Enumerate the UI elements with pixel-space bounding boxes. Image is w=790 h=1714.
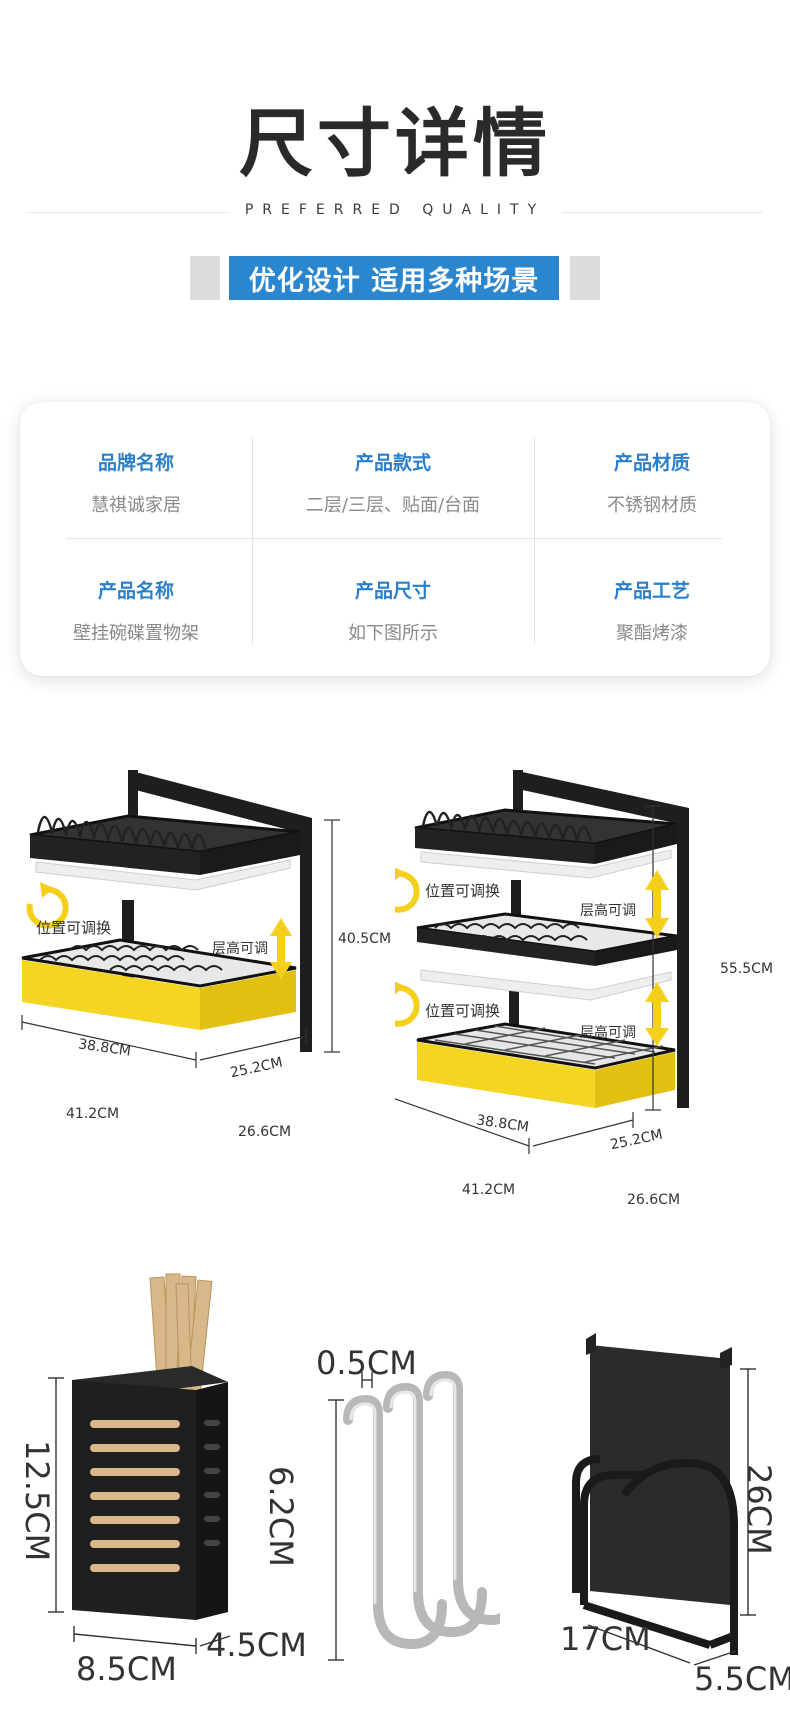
card-divider bbox=[66, 538, 722, 539]
info-cell-style: 产品款式 二层/三层、贴面/台面 bbox=[252, 448, 534, 517]
dim-height: 55.5CM bbox=[720, 961, 774, 977]
curved-arrow-icon bbox=[395, 870, 420, 913]
board-rack-illustration bbox=[572, 1333, 756, 1666]
info-value: 不锈钢材质 bbox=[607, 495, 697, 516]
header-divider-left bbox=[28, 212, 228, 213]
info-label: 品牌名称 bbox=[97, 452, 174, 474]
note-layer-adjustable: 层高可调 bbox=[580, 1025, 636, 1041]
note-position-adjustable: 位置可调换 bbox=[36, 919, 112, 937]
product-info-card: 品牌名称 慧祺诚家居 产品款式 二层/三层、贴面/台面 产品材质 不锈钢材质 产… bbox=[20, 402, 770, 676]
three-tier-rack-illustration bbox=[395, 770, 689, 1154]
info-value: 聚酯烤漆 bbox=[616, 623, 688, 644]
curved-arrow-icon bbox=[395, 984, 420, 1027]
s-hooks-illustration bbox=[328, 1370, 500, 1661]
dim-holder-height: 12.5CM bbox=[18, 1440, 56, 1562]
double-arrow-icon bbox=[645, 870, 669, 938]
info-cell-brand: 品牌名称 慧祺诚家居 bbox=[20, 448, 252, 517]
info-value: 如下图所示 bbox=[348, 623, 438, 644]
info-cell-size: 产品尺寸 如下图所示 bbox=[252, 576, 534, 645]
info-value: 壁挂碗碟置物架 bbox=[73, 623, 199, 644]
header-divider-right bbox=[562, 212, 762, 213]
card-divider bbox=[534, 438, 535, 644]
curved-arrow-icon bbox=[26, 886, 69, 929]
info-label: 产品材质 bbox=[613, 452, 690, 474]
page-title: 尺寸详情 bbox=[239, 101, 551, 187]
dim-board-width: 17CM bbox=[560, 1620, 651, 1658]
page-subtitle: PREFERRED QUALITY bbox=[244, 202, 546, 218]
note-layer-adjustable: 层高可调 bbox=[580, 903, 636, 919]
note-position-adjustable: 位置可调换 bbox=[425, 882, 501, 900]
card-divider bbox=[252, 438, 253, 644]
dim-height: 40.5CM bbox=[338, 931, 392, 947]
dim-holder-depth: 4.5CM bbox=[206, 1626, 307, 1664]
dim-width: 41.2CM bbox=[462, 1182, 516, 1198]
dim-hook-height: 6.2CM bbox=[262, 1466, 300, 1567]
info-cell-material: 产品材质 不锈钢材质 bbox=[534, 448, 770, 517]
info-cell-name: 产品名称 壁挂碗碟置物架 bbox=[20, 576, 252, 645]
info-cell-craft: 产品工艺 聚酯烤漆 bbox=[534, 576, 770, 645]
dim-depth: 26.6CM bbox=[627, 1192, 681, 1208]
dim-board-depth: 5.5CM bbox=[694, 1660, 790, 1698]
dim-depth: 26.6CM bbox=[238, 1124, 292, 1140]
note-layer-adjustable: 层高可调 bbox=[212, 941, 268, 957]
cutlery-holder-illustration bbox=[48, 1273, 231, 1654]
info-label: 产品名称 bbox=[97, 580, 174, 602]
info-value: 慧祺诚家居 bbox=[91, 495, 181, 516]
banner-deco-left bbox=[190, 256, 220, 300]
info-value: 二层/三层、贴面/台面 bbox=[305, 495, 481, 516]
dim-board-height: 26CM bbox=[740, 1464, 778, 1555]
feature-banner: 优化设计 适用多种场景 bbox=[229, 256, 559, 300]
dim-holder-width: 8.5CM bbox=[76, 1650, 177, 1688]
dim-hook-thickness: 0.5CM bbox=[316, 1344, 417, 1382]
two-tier-rack-illustration bbox=[21, 770, 340, 1068]
dim-width: 41.2CM bbox=[66, 1106, 120, 1122]
double-arrow-icon bbox=[645, 982, 669, 1046]
info-label: 产品尺寸 bbox=[354, 580, 431, 602]
info-label: 产品工艺 bbox=[613, 580, 690, 602]
double-arrow-icon bbox=[270, 918, 292, 980]
note-position-adjustable: 位置可调换 bbox=[425, 1002, 501, 1020]
banner-deco-right bbox=[570, 256, 600, 300]
info-label: 产品款式 bbox=[354, 452, 431, 474]
